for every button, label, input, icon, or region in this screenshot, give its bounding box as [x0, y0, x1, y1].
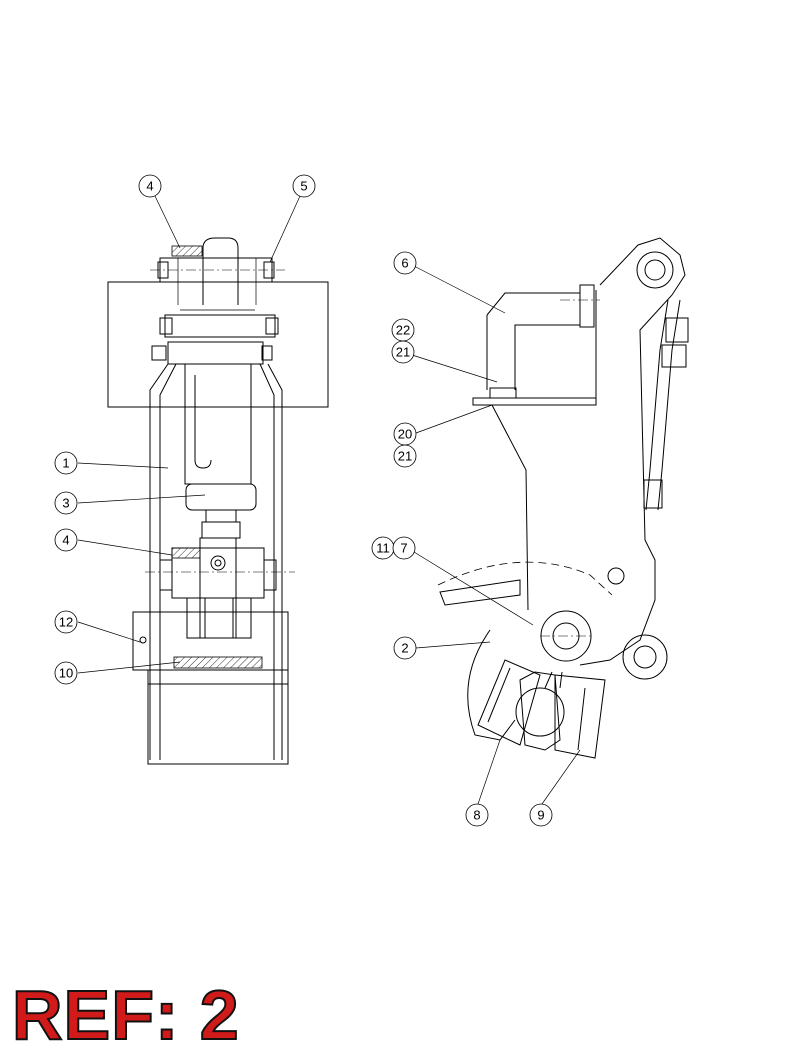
callout-bubble-21-lower: 21	[393, 444, 417, 468]
reference-label: REF: 2	[11, 976, 240, 1054]
svg-text:4: 4	[62, 533, 69, 548]
svg-text:5: 5	[300, 179, 307, 194]
svg-text:2: 2	[401, 641, 408, 656]
svg-text:21: 21	[396, 345, 410, 360]
callout-bubble-8: 8	[465, 803, 489, 827]
callout-bubble-4-lower: 4	[54, 528, 78, 552]
svg-text:1: 1	[62, 456, 69, 471]
callout-bubble-12: 12	[54, 610, 78, 634]
callout-bubble-4-top: 4	[138, 174, 162, 198]
callout-bubble-9: 9	[529, 803, 553, 827]
svg-text:8: 8	[473, 808, 480, 823]
callout-bubble-2: 2	[393, 636, 417, 660]
callout-bubble-21-upper: 21	[391, 340, 415, 364]
left-view-front-elevation	[107, 237, 329, 765]
svg-text:22: 22	[396, 323, 410, 338]
right-view-side-elevation	[437, 237, 689, 759]
callout-leaders	[77, 195, 581, 805]
svg-text:3: 3	[62, 496, 69, 511]
svg-text:21: 21	[398, 449, 412, 464]
callout-bubble-20: 20	[393, 422, 417, 446]
callout-bubble-10: 10	[54, 661, 78, 685]
callout-bubble-11: 11	[371, 536, 395, 560]
callout-bubble-1: 1	[54, 451, 78, 475]
callout-bubble-6: 6	[393, 251, 417, 275]
svg-text:11: 11	[376, 541, 390, 556]
callout-bubble-22: 22	[391, 318, 415, 342]
svg-text:20: 20	[398, 427, 412, 442]
svg-text:10: 10	[59, 666, 73, 681]
svg-text:7: 7	[400, 541, 407, 556]
svg-text:9: 9	[537, 808, 544, 823]
svg-text:12: 12	[59, 615, 73, 630]
svg-text:4: 4	[146, 179, 153, 194]
callout-bubble-5: 5	[292, 174, 316, 198]
callout-bubble-7: 7	[392, 536, 416, 560]
callout-bubble-3: 3	[54, 491, 78, 515]
svg-text:6: 6	[401, 256, 408, 271]
